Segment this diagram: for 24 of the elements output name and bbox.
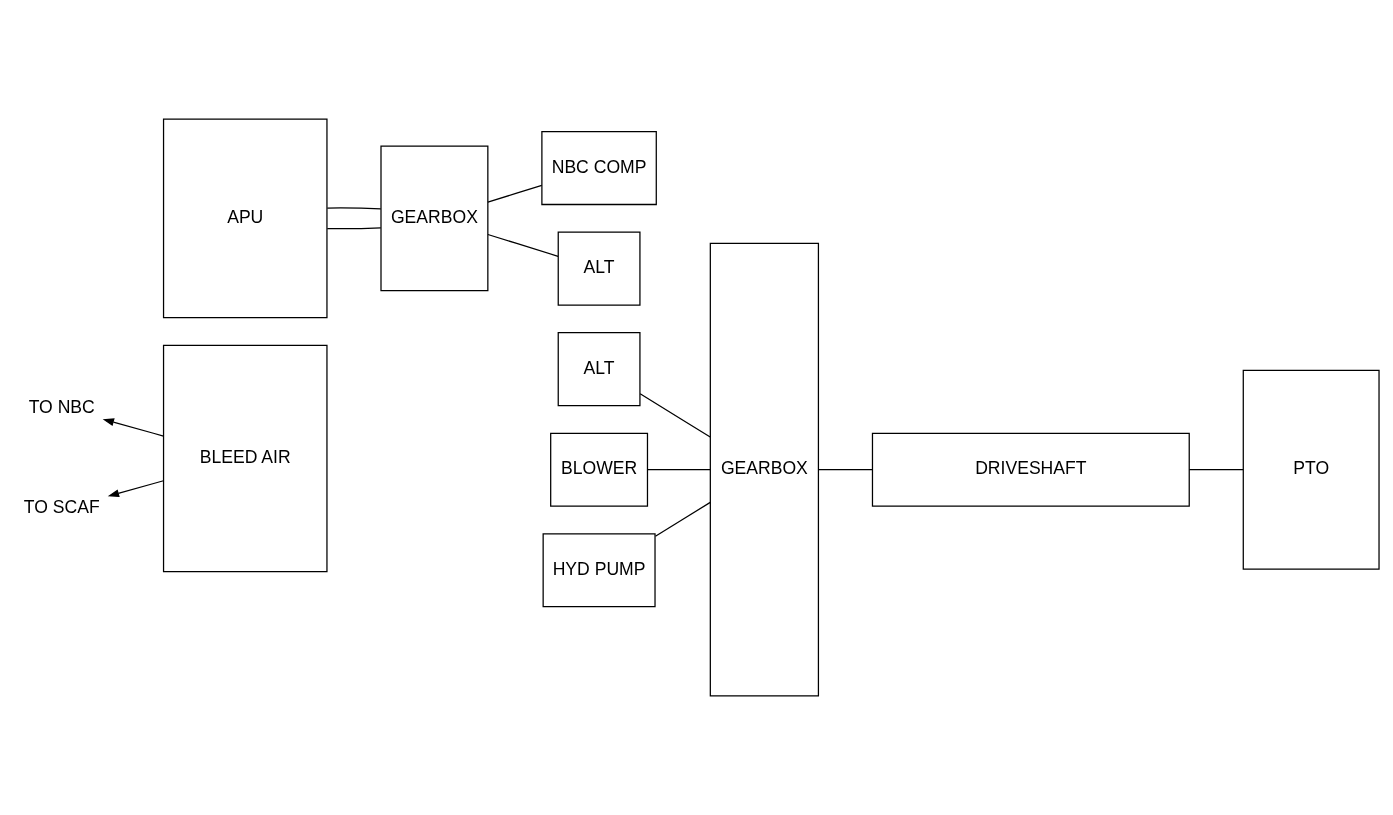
node-box: PTO <box>1242 369 1380 570</box>
connector <box>487 184 543 203</box>
node-box: HYD PUMP <box>542 533 656 608</box>
node-box: NBC COMP <box>541 130 657 206</box>
connector <box>326 207 382 210</box>
connector <box>654 501 711 537</box>
connector <box>639 393 711 438</box>
node-text: TO SCAF <box>23 497 100 518</box>
node-box: BLOWER <box>550 432 649 507</box>
node-text: TO NBC <box>28 396 95 417</box>
node-box: ALT <box>557 231 641 306</box>
node-box: ALT <box>557 332 641 407</box>
arrow <box>107 480 165 498</box>
connector <box>326 227 382 230</box>
connector <box>647 469 711 471</box>
connector <box>1188 469 1244 471</box>
arrow <box>102 418 165 437</box>
node-box: GEARBOX <box>380 145 489 292</box>
node-box: DRIVESHAFT <box>871 432 1190 507</box>
node-box: APU <box>162 118 328 319</box>
connector <box>818 469 873 471</box>
node-box: BLEED AIR <box>162 344 328 573</box>
connector <box>487 233 559 257</box>
node-box: GEARBOX <box>709 242 820 697</box>
